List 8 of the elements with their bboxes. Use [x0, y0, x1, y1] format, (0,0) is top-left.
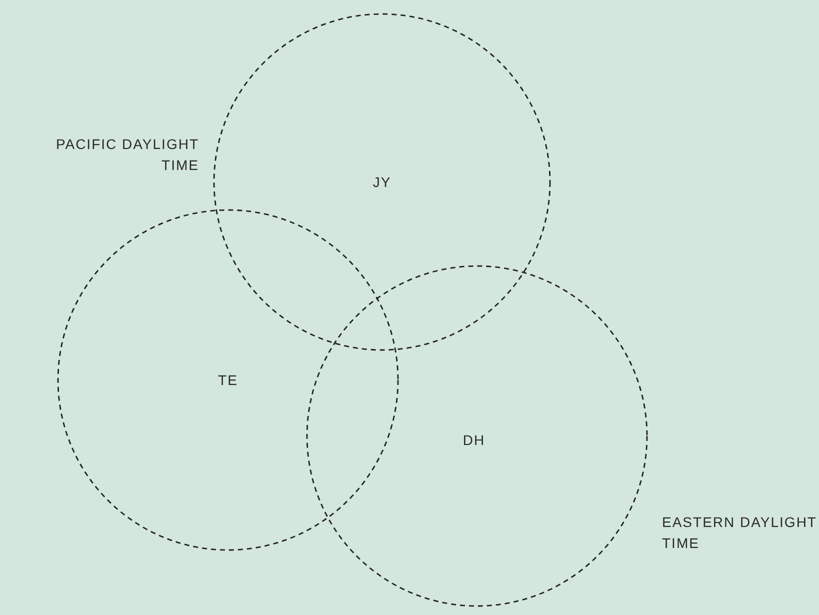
dashed-circle [58, 210, 398, 550]
time-zone-label: PACIFIC DAYLIGHT TIME [54, 135, 199, 175]
dashed-circle [214, 14, 550, 350]
dashed-circle [307, 266, 647, 606]
circle-label: TE [218, 372, 238, 388]
circle-label: JY [372, 174, 392, 190]
time-zone-label: EASTERN DAYLIGHT TIME [662, 513, 818, 553]
circle-label: DH [462, 432, 486, 448]
